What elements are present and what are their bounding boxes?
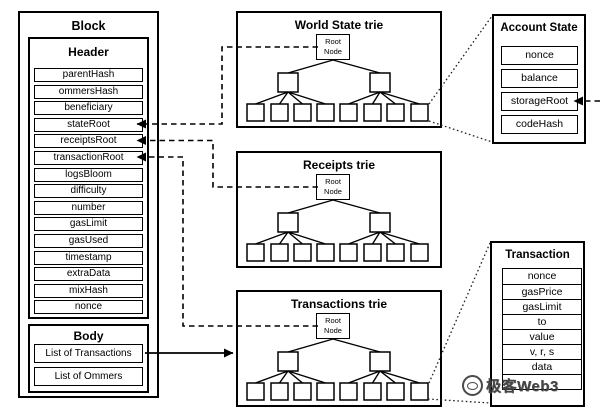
transaction-box: Transaction nonce gasPrice gasLimit to v…: [490, 241, 585, 407]
tx-field-value: value: [503, 329, 581, 344]
account-state-title: Account State: [500, 22, 578, 34]
header-field-mix-hash: mixHash: [34, 283, 143, 298]
header-field-parent-hash: parentHash: [34, 68, 143, 82]
block-title: Block: [71, 19, 106, 33]
transactions-trie-box: Transactions trie: [236, 290, 442, 407]
header-field-state-root: stateRoot: [34, 117, 143, 132]
header-field-receipts-root: receiptsRoot: [34, 134, 143, 149]
header-field-difficulty: difficulty: [34, 184, 143, 199]
header-box: Header parentHash ommersHash beneficiary…: [28, 37, 149, 319]
receipts-trie-box: Receipts trie: [236, 151, 442, 268]
header-field-number: number: [34, 200, 143, 215]
watermark-text: 极客Web3: [486, 378, 559, 395]
tx-field-obscured: [503, 374, 581, 389]
world-state-trie-box: World State trie: [236, 11, 442, 128]
tx-field-nonce: nonce: [527, 270, 557, 282]
header-field-extra-data: extraData: [34, 267, 143, 282]
header-field-beneficiary: beneficiary: [34, 101, 143, 116]
block-box: Block Header parentHash ommersHash benef…: [18, 11, 159, 398]
receipts-trie-title: Receipts trie: [302, 158, 376, 172]
header-field-logs-bloom: logsBloom: [34, 167, 143, 182]
account-field-nonce: nonce: [501, 46, 578, 65]
header-field-ommers-hash: ommersHash: [34, 84, 143, 99]
body-title: Body: [73, 329, 104, 343]
account-state-box: Account State nonce balance storageRoot …: [492, 14, 586, 144]
world-state-trie-title: World State trie: [294, 18, 384, 32]
watermark-logo-icon: [462, 375, 483, 396]
account-field-storage-root: storageRoot: [501, 92, 578, 111]
transactions-trie-title: Transactions trie: [290, 297, 388, 311]
account-field-balance: balance: [501, 69, 578, 88]
watermark: 极客Web3: [462, 375, 559, 396]
transaction-title: Transaction: [505, 249, 570, 261]
receipts-trie-root-node: Root Node: [316, 174, 350, 200]
body-box: Body List of Transactions List of Ommers: [28, 324, 149, 393]
transactions-trie-root-node: Root Node: [316, 313, 350, 339]
tx-field-gas-price: gasPrice: [503, 284, 581, 299]
header-field-transaction-root: transactionRoot: [34, 150, 143, 165]
header-field-timestamp: timestamp: [34, 250, 143, 265]
account-state-fields-list: nonce balance storageRoot codeHash: [501, 46, 578, 134]
tx-field-data: data: [503, 359, 581, 374]
header-title: Header: [68, 45, 109, 59]
world-state-trie-root-node: Root Node: [316, 34, 350, 60]
header-field-nonce: nonce: [34, 300, 143, 315]
account-field-code-hash: codeHash: [501, 115, 578, 134]
tx-field-vrs: v, r, s: [503, 344, 581, 359]
body-item-list-of-transactions: List of Transactions: [34, 344, 143, 363]
header-field-gas-used: gasUsed: [34, 233, 143, 248]
header-fields-list: parentHash ommersHash beneficiary stateR…: [34, 68, 143, 315]
tx-field-to: to: [503, 314, 581, 329]
body-items-list: List of Transactions List of Ommers: [34, 344, 143, 386]
header-field-gas-limit: gasLimit: [34, 217, 143, 232]
transaction-fields-list: nonce gasPrice gasLimit to value v, r, s…: [502, 268, 582, 390]
tx-field-gas-limit: gasLimit: [503, 299, 581, 314]
body-item-list-of-ommers: List of Ommers: [34, 367, 143, 386]
